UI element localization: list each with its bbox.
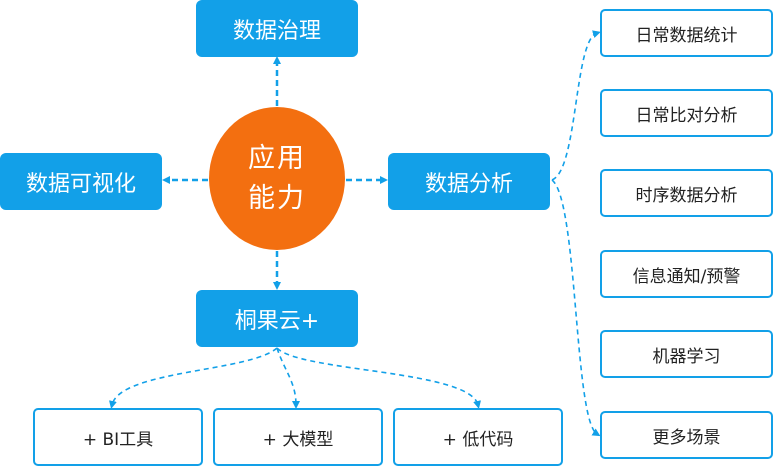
node-data-analysis-label: 数据分析 (424, 171, 513, 197)
curve-to-lowcode (276, 347, 481, 409)
analysis-item-daily-compare: 日常比对分析 (600, 89, 773, 137)
item-low-code: + 低代码 (393, 408, 563, 466)
curve-to-last (551, 179, 601, 437)
curve-to-bi (109, 347, 278, 409)
analysis-item-label: 时序数据分析 (635, 185, 738, 206)
item-bi-tool: + BI工具 (33, 408, 203, 466)
node-data-visualization-label: 数据可视化 (25, 171, 136, 197)
curve-to-first (551, 30, 601, 181)
analysis-item-time-series: 时序数据分析 (600, 169, 773, 217)
analysis-item-notification-alert: 信息通知/预警 (600, 250, 773, 298)
curve-to-llm (276, 347, 300, 409)
node-data-analysis: 数据分析 (388, 153, 550, 210)
analysis-item-daily-stats: 日常数据统计 (600, 9, 773, 57)
item-low-code-label: + 低代码 (442, 429, 514, 450)
analysis-item-label: 更多场景 (652, 427, 721, 448)
item-bi-tool-label: + BI工具 (82, 429, 154, 450)
center-line-2: 能力 (248, 182, 306, 214)
center-capability-circle: 应用 能力 (209, 107, 345, 250)
item-large-model: + 大模型 (213, 408, 383, 466)
analysis-item-label: 日常比对分析 (635, 105, 738, 126)
node-tongguoyun-label: 桐果云+ (234, 308, 320, 334)
analysis-item-machine-learning: 机器学习 (600, 330, 773, 378)
analysis-item-label: 日常数据统计 (635, 25, 738, 46)
analysis-item-more-scenarios: 更多场景 (600, 411, 773, 459)
analysis-item-label: 信息通知/预警 (632, 266, 741, 287)
node-data-governance-label: 数据治理 (232, 18, 321, 44)
node-data-visualization: 数据可视化 (0, 153, 162, 210)
item-large-model-label: + 大模型 (262, 429, 334, 450)
node-tongguoyun: 桐果云+ (196, 290, 358, 347)
center-line-1: 应用 (248, 142, 306, 174)
analysis-item-label: 机器学习 (652, 346, 721, 367)
node-data-governance: 数据治理 (196, 0, 358, 57)
